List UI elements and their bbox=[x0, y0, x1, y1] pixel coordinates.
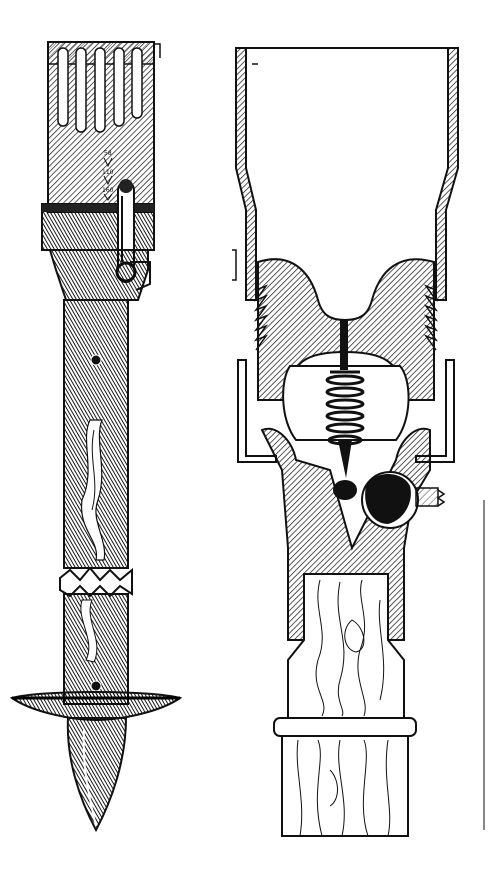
wood-handle bbox=[281, 735, 409, 837]
tube-flutes bbox=[57, 47, 143, 133]
break-line bbox=[59, 566, 133, 598]
binding-ring bbox=[273, 717, 417, 737]
range-mark-1: 58 bbox=[104, 150, 112, 157]
cross-section-view bbox=[232, 47, 459, 837]
tube-wall-right bbox=[435, 47, 459, 301]
valve-chamber bbox=[282, 365, 410, 441]
fin-disc bbox=[9, 691, 183, 722]
exterior-view: 58 110 160 bbox=[9, 41, 183, 833]
threads bbox=[253, 284, 439, 351]
rivet-upper bbox=[90, 354, 102, 366]
wood-grain-highlight bbox=[80, 419, 106, 561]
rivet-lower bbox=[90, 680, 102, 692]
gear-icon bbox=[361, 471, 446, 529]
spring-icon bbox=[325, 320, 365, 500]
tube-wall-left bbox=[235, 47, 257, 301]
range-mark-3: 160 bbox=[102, 187, 114, 194]
wood-insert-upper bbox=[287, 573, 405, 721]
wood-grain-pattern bbox=[315, 579, 385, 717]
spike-tip bbox=[66, 717, 128, 833]
range-mark-2: 110 bbox=[102, 169, 114, 176]
range-markings: 58 110 160 bbox=[102, 150, 114, 201]
